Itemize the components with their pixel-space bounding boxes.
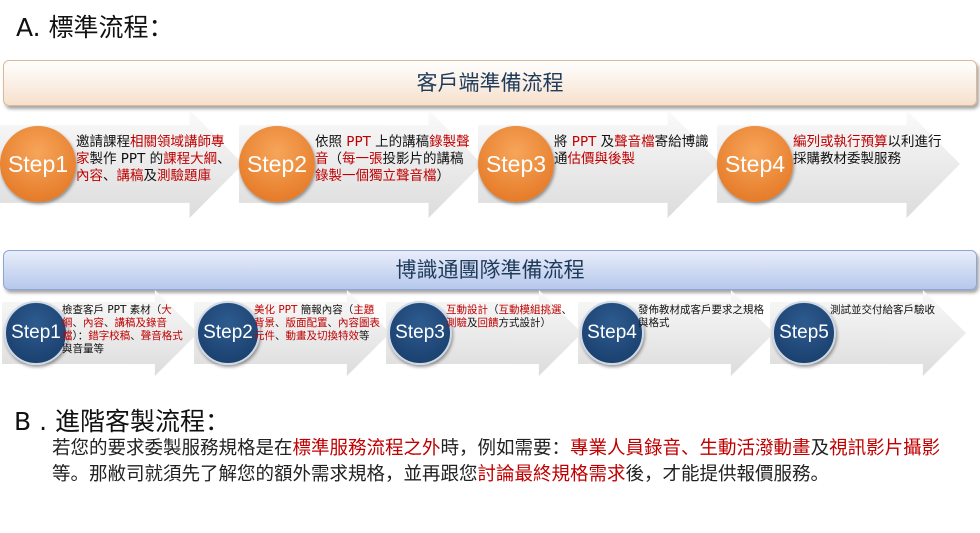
highlight-text: 討論最終規格需求	[477, 464, 626, 485]
text-segment: 、	[275, 330, 286, 343]
highlight-text: 內容	[76, 167, 103, 184]
section-a-title: A. 標準流程：	[16, 13, 174, 42]
highlight-text: 聲音檔	[614, 134, 655, 150]
text-segment: 及	[467, 317, 478, 330]
text-segment: 及	[143, 167, 158, 184]
text-segment: 發佈教材成客戶要求之規格與格式	[638, 304, 764, 330]
step-description: 邀請課程相關領域講師專家製作 PPT 的課程大綱、內容、講稿及測驗題庫	[76, 134, 236, 185]
highlight-text: PPT	[346, 134, 371, 150]
step-badge: Step3	[478, 126, 554, 202]
text-segment: 若您的要求委製服務規格是在	[52, 438, 293, 459]
text-segment: 檢查客戶 PPT 素材（	[62, 304, 162, 316]
step-description: 發佈教材成客戶要求之規格與格式	[638, 304, 768, 330]
text-segment: 、	[275, 317, 286, 330]
text-segment: （	[328, 150, 343, 167]
highlight-text: 專業人員錄音、生動活潑動畫	[570, 438, 811, 459]
text-segment: 後，才能提供報價服務。	[625, 464, 830, 485]
text-segment: 製作 PPT 的	[89, 150, 164, 167]
highlight-text: 編列或執行預算	[793, 134, 888, 150]
step-badge: Step4	[717, 126, 793, 202]
highlight-text: 錄製聲音	[315, 134, 470, 167]
highlight-text: 測驗題庫	[157, 167, 211, 184]
highlight-text: 互動模組挑選	[498, 304, 562, 316]
text-segment: 、	[104, 317, 115, 330]
step-badge: Step3	[388, 301, 452, 365]
text-segment: 投影片的講稿	[382, 150, 464, 167]
text-segment: 、	[103, 167, 117, 184]
highlight-text: PPT	[571, 134, 597, 150]
text-segment: 簡報內容（	[297, 304, 354, 316]
text-segment: ）	[436, 167, 451, 184]
highlight-text: 估價與後製	[567, 150, 636, 167]
step-badge: Step1	[0, 126, 76, 202]
step-badge: Step2	[239, 126, 315, 202]
step-description: 編列或執行預算以利進行採購教材委製服務	[793, 134, 953, 168]
highlight-text: 內容圖表元件	[254, 317, 380, 343]
text-segment: ）：	[72, 330, 89, 343]
step-description: 互動設計（互動模組挑選、測驗及回饋方式設計）	[446, 304, 576, 330]
text-segment: 等	[359, 330, 370, 343]
highlight-text: 錯字校稿	[88, 330, 131, 343]
step-description: 將 PPT 及聲音檔寄給博識通估價與後製	[554, 134, 714, 168]
client-process-banner: 客戶端準備流程	[3, 60, 977, 106]
highlight-text: 主題背景	[254, 304, 375, 330]
text-segment: 及	[810, 438, 830, 459]
highlight-text: 動畫及切換特效	[285, 330, 360, 343]
text-segment: 依照	[315, 134, 347, 150]
text-segment: 、	[217, 150, 231, 167]
step-description: 檢查客戶 PPT 素材（大綱、內容、講稿及錄音檔）：錯字校稿、聲音格式與音量等	[62, 304, 192, 357]
step-description: 美化 PPT 簡報內容（主題背景、版面配置、內容圖表元件、動畫及切換特效等	[254, 304, 384, 343]
highlight-text: 錄製一個獨立聲音檔	[315, 167, 437, 184]
highlight-text: 大綱	[62, 304, 172, 330]
step-badge: Step4	[580, 301, 644, 365]
text-segment: 邀請課程	[76, 134, 130, 150]
highlight-text: 視訊影片攝影	[829, 438, 941, 459]
team-process-banner: 博識通團隊準備流程	[3, 250, 977, 290]
text-segment: 時，例如需要：	[440, 438, 571, 459]
highlight-text: 聲音格式	[140, 330, 183, 343]
highlight-text: 每一張	[342, 150, 383, 167]
text-segment: 、	[561, 304, 573, 316]
highlight-text: 回饋	[477, 317, 499, 330]
highlight-text: 版面配置	[285, 317, 328, 330]
text-segment: 與音量等	[62, 343, 104, 356]
text-segment: 、	[327, 317, 339, 330]
highlight-text: 互動設計	[446, 304, 488, 316]
highlight-text: 講稿	[116, 167, 144, 184]
text-segment: 測試並交付給客戶驗收	[830, 304, 935, 316]
text-segment: 、	[72, 317, 84, 330]
text-segment: 寄給博識通	[554, 134, 709, 167]
text-segment: 以利進行採購教材委製服務	[793, 134, 942, 167]
text-segment: 及	[596, 134, 615, 150]
text-segment: 等。那敝司就須先了解您的額外需求規格，並再跟您	[52, 464, 478, 485]
step-badge: Step5	[772, 301, 836, 365]
step-badge: Step1	[4, 301, 68, 365]
highlight-text: 講稿及錄音檔	[62, 317, 167, 343]
text-segment: 將	[554, 134, 572, 150]
highlight-text: 美化 PPT	[254, 304, 298, 316]
highlight-text: 內容	[83, 317, 104, 330]
highlight-text: 課程大綱	[163, 150, 218, 167]
text-segment: 方式設計）	[498, 317, 552, 330]
step-description: 測試並交付給客戶驗收	[830, 304, 960, 317]
step-badge: Step2	[196, 301, 260, 365]
highlight-text: 相關領域講師專家	[76, 134, 225, 167]
highlight-text: 測驗	[446, 317, 467, 330]
highlight-text: 標準服務流程之外	[292, 438, 441, 459]
text-segment: （	[488, 304, 499, 316]
section-b-title: B . 進階客製流程：	[14, 407, 230, 436]
text-segment: 、	[130, 330, 141, 343]
text-segment: 上的講稿	[370, 134, 430, 150]
step-description: 依照 PPT 上的講稿錄製聲音（每一張投影片的講稿錄製一個獨立聲音檔）	[315, 134, 475, 185]
section-b-paragraph: 若您的要求委製服務規格是在標準服務流程之外時，例如需要：專業人員錄音、生動活潑動…	[52, 436, 962, 488]
